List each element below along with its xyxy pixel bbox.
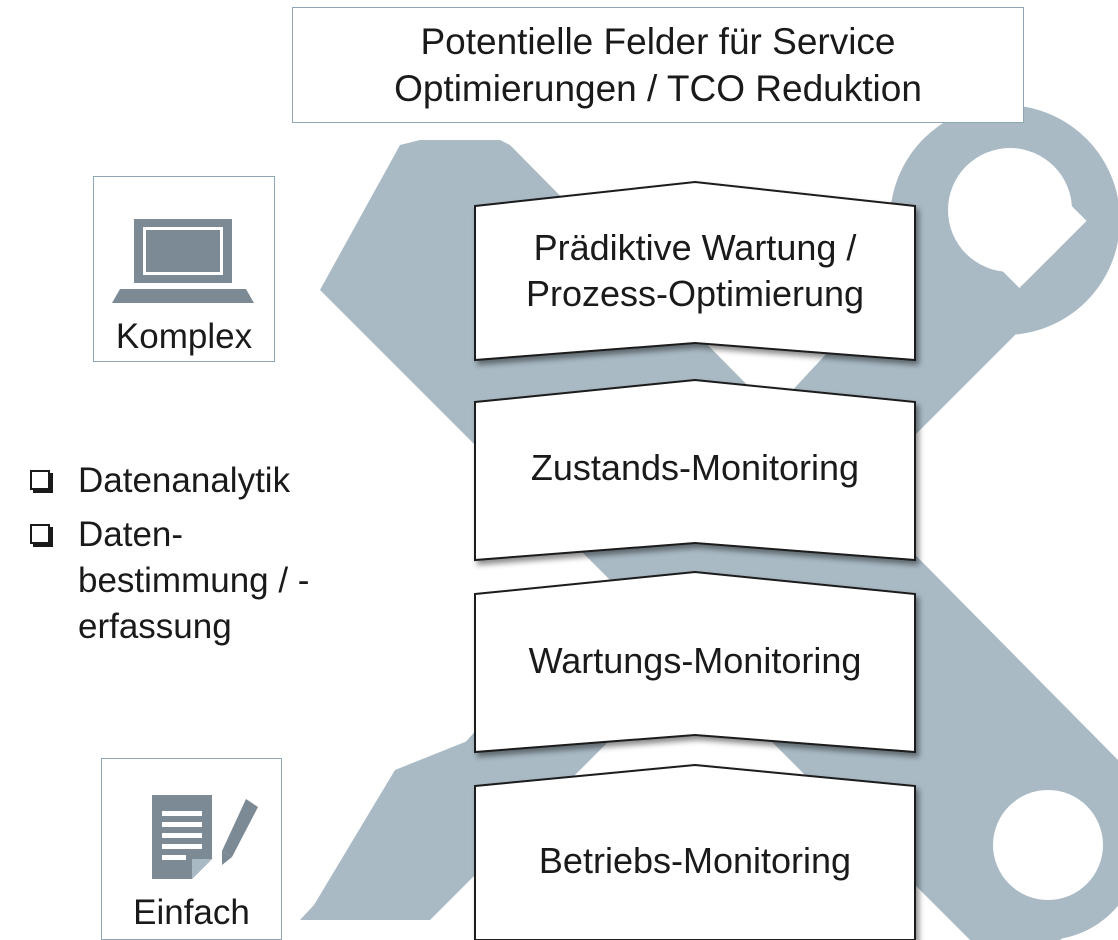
checkbox-icon [30, 470, 50, 490]
level-label-praediktive: Prädiktive Wartung / Prozess-Optimierung [525, 227, 865, 314]
level-label-zustands: Zustands-Monitoring [530, 447, 860, 488]
simple-indicator: Einfach [101, 758, 282, 940]
title-box: Potentielle Felder für Service Optimieru… [292, 7, 1024, 123]
checkbox-icon [30, 524, 50, 544]
bullet-item-datenbestimmung: Daten- bestimmung / - erfassung [28, 512, 388, 650]
level-block-betriebs [474, 763, 916, 940]
complex-indicator: Komplex [93, 176, 275, 362]
wrench-jaw-shape [305, 740, 470, 920]
level-block-praediktive [474, 180, 916, 362]
level-label-betriebs: Betriebs-Monitoring [538, 840, 852, 881]
level-label-wartungs: Wartungs-Monitoring [528, 640, 862, 681]
complex-label: Komplex [115, 317, 253, 356]
bullet-item-datenanalytik: Datenanalytik [28, 458, 388, 504]
level-block-zustands [474, 378, 916, 562]
simple-label: Einfach [133, 893, 250, 932]
document-pen-icon [152, 795, 258, 879]
diagram-title: Potentielle Felder für Service Optimieru… [394, 21, 922, 109]
laptop-icon [112, 219, 254, 303]
bullet-list: Datenanalytik Daten- bestimmung / - erfa… [28, 458, 388, 658]
level-block-wartungs [474, 570, 916, 754]
